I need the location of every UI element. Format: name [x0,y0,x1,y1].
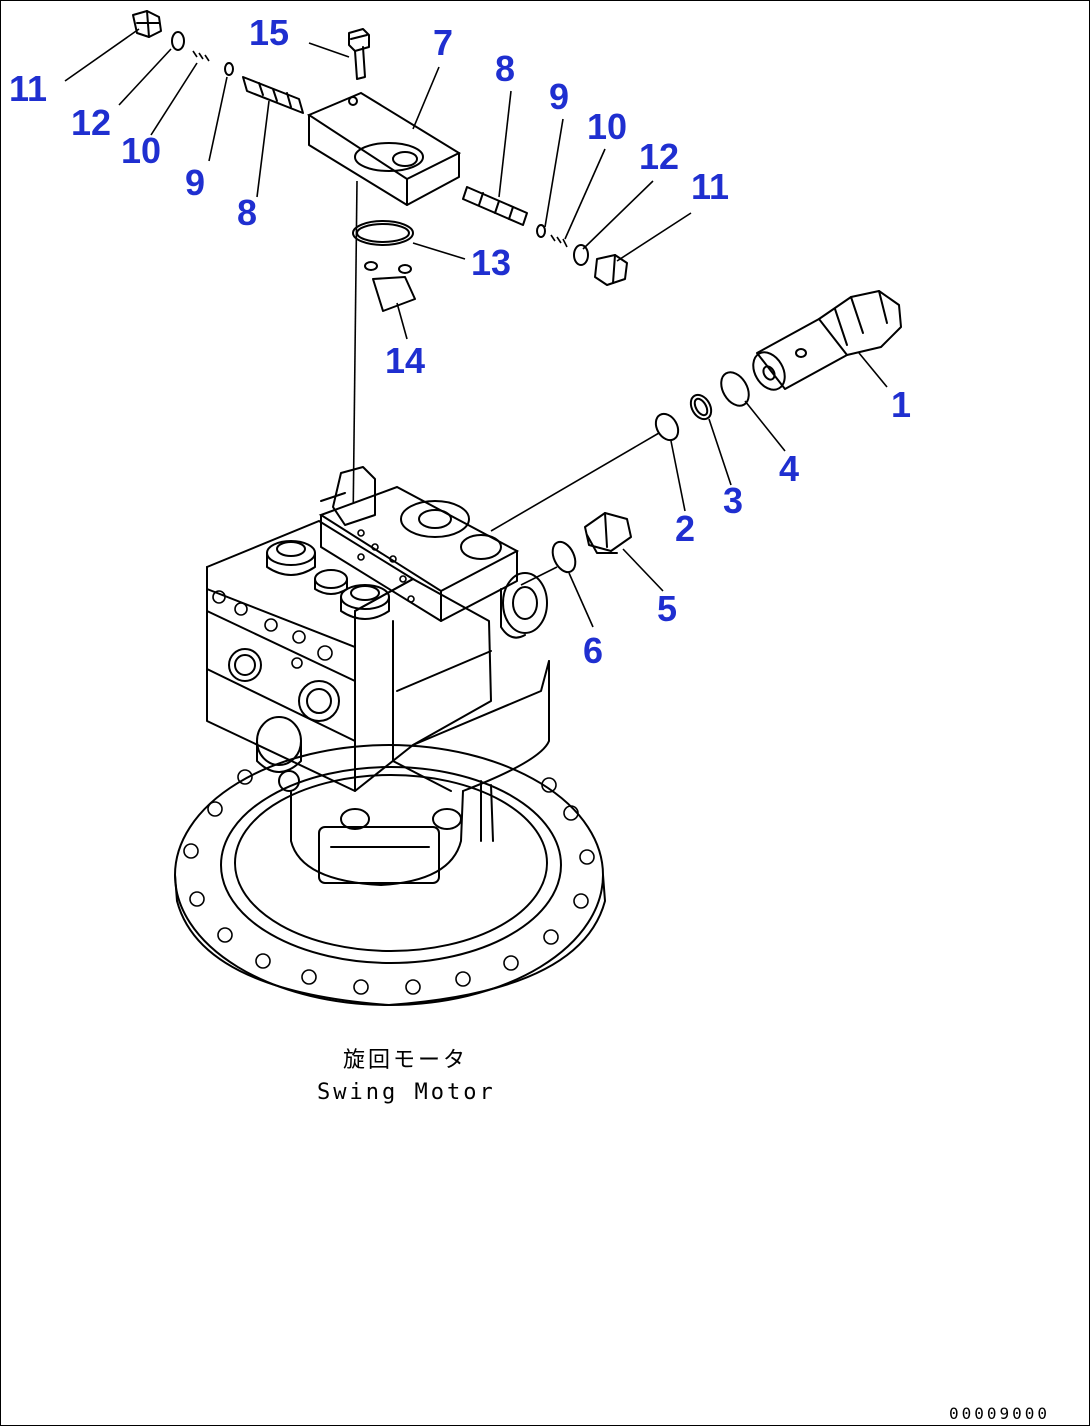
callout-3: 3 [723,480,743,521]
part-oring-6 [551,540,577,574]
part-block-7 [306,91,462,206]
callout-9-right: 9 [549,76,569,117]
callout-7: 7 [433,22,453,63]
callout-1: 1 [891,384,911,425]
caption-japanese: 旋回モータ [343,1048,468,1073]
part-plug-11-right [594,254,628,286]
callout-12-left: 12 [71,102,111,143]
callout-5: 5 [657,588,677,629]
callout-8-right: 8 [495,48,515,89]
callout-2: 2 [675,508,695,549]
part-backup-ring-4 [720,371,750,407]
callout-8-left: 8 [237,192,257,233]
callout-4: 4 [779,448,799,489]
part-orifice-14 [364,261,416,312]
callout-labels: 11 12 10 9 8 15 7 8 9 10 12 11 13 14 1 4… [9,12,911,671]
drawing-code: 00009000 [949,1404,1050,1423]
part-spool-8-left [242,76,304,114]
callout-15: 15 [249,12,289,53]
part-spring-10-left [192,50,210,62]
callout-10-left: 10 [121,130,161,171]
part-bolt-15 [348,28,370,80]
part-oring-2 [654,412,680,442]
part-relief-valve-1 [752,290,902,391]
part-oring-12-left [171,31,185,51]
caption-english: Swing Motor [317,1080,496,1105]
callout-10-right: 10 [587,106,627,147]
part-ring-9-left [224,62,234,76]
callout-11-right: 11 [691,166,729,207]
part-ring-9-right [536,224,546,238]
part-oring-3 [689,393,713,421]
callout-6: 6 [583,630,603,671]
callout-leaders [64,28,888,628]
callout-11-left: 11 [9,68,47,109]
callout-12-right: 12 [639,136,679,177]
swing-motor-body [174,466,606,1006]
callout-13: 13 [471,242,511,283]
part-plug-5 [584,512,632,554]
part-plug-left [132,10,162,38]
part-oring-13 [352,220,414,246]
part-spool-8-right [462,186,528,226]
part-spring-10-right [550,234,568,248]
callout-14: 14 [385,340,425,381]
callout-9-left: 9 [185,162,205,203]
part-oring-12-right [573,244,589,266]
